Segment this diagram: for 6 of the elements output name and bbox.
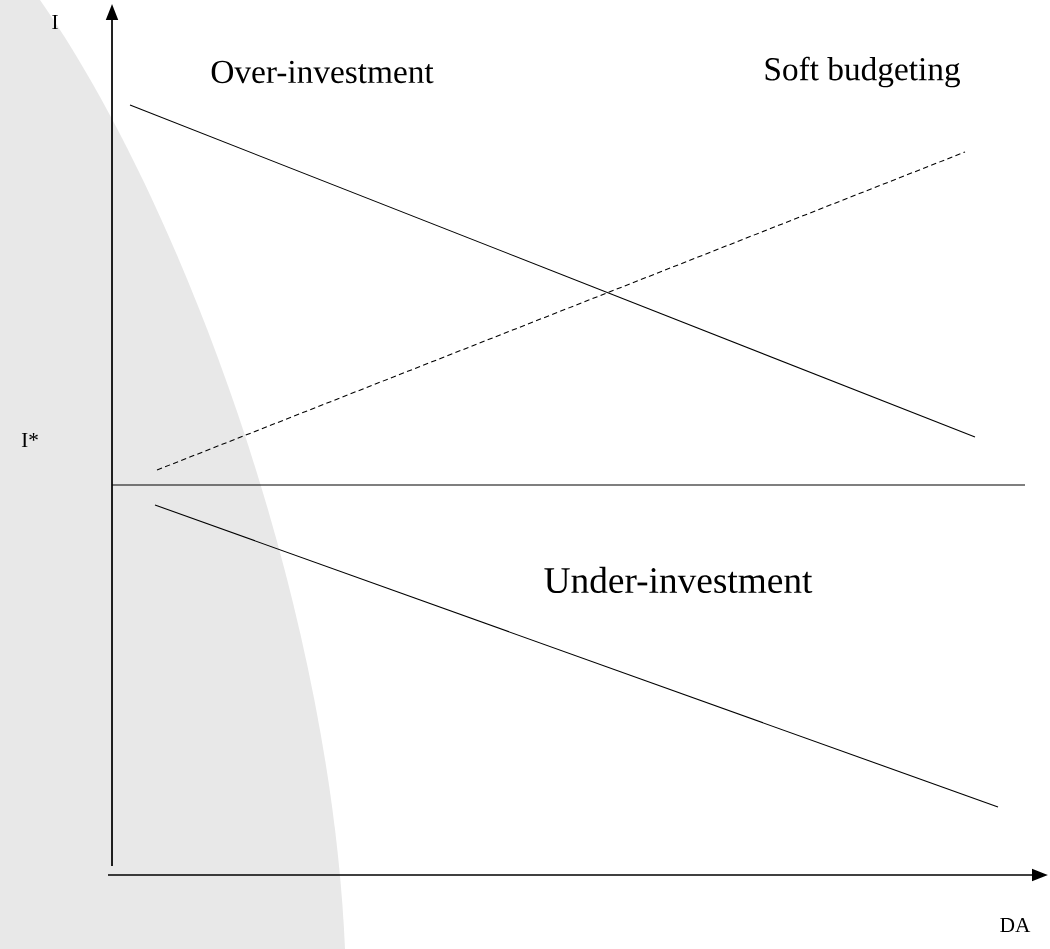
region-label: Soft budgeting [765,56,960,88]
axis-label: I [52,15,58,29]
region-label: Over-investment [211,60,434,84]
region-label: Under-investment [544,566,813,594]
axis-label: I* [21,433,38,447]
axis-label: DA [1000,917,1031,933]
